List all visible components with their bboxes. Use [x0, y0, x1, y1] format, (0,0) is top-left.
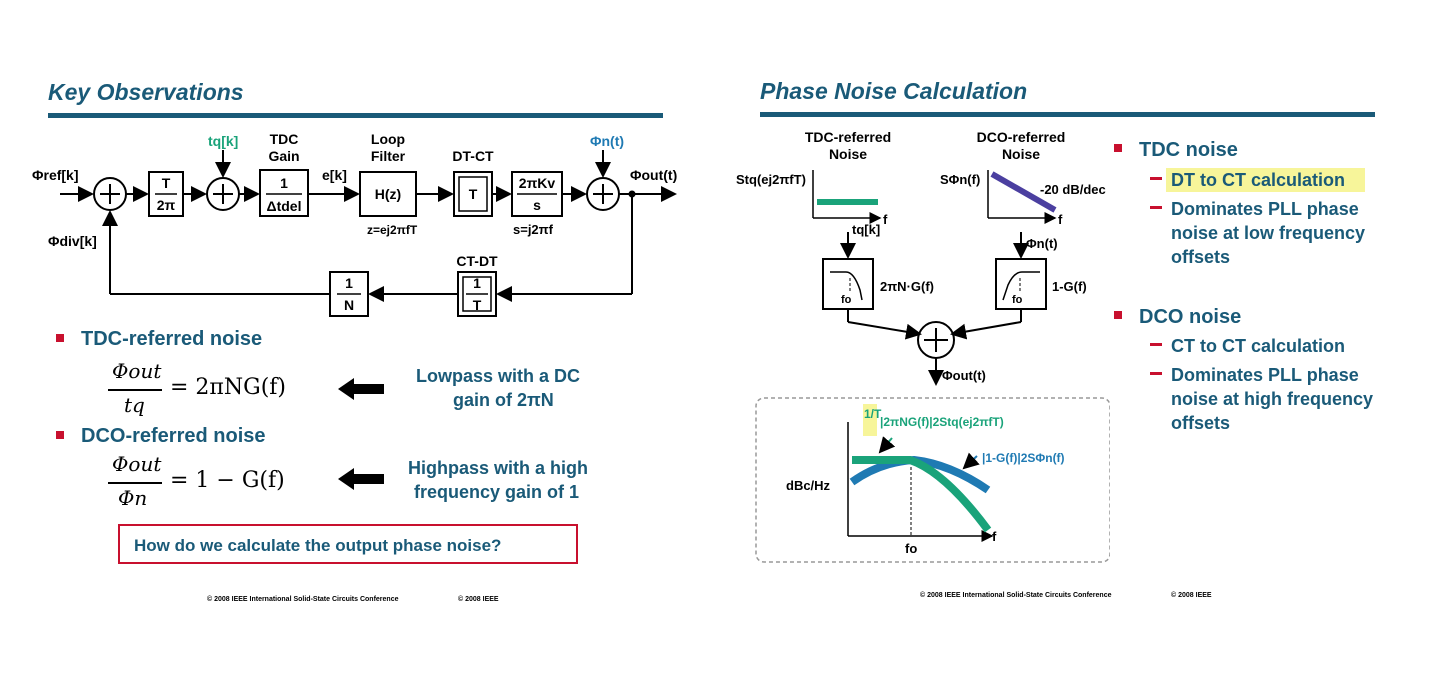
phi-ref-label: Φref[k]	[32, 167, 79, 183]
eq2-numerator: Φout	[112, 452, 162, 476]
arrow-left-icon	[338, 468, 384, 490]
tdc-sub-2-line-3: offsets	[1171, 247, 1231, 267]
dco-sub-1: CT to CT calculation	[1171, 336, 1346, 356]
ek-label: e[k]	[322, 167, 347, 183]
phi-div-label: Φdiv[k]	[48, 233, 97, 249]
bullet-marker	[1114, 311, 1122, 319]
sub-bullet-marker	[1150, 343, 1162, 346]
blue-curve-label: |1-G(f)|2SΦn(f)	[982, 451, 1065, 465]
ctdt-num: 1	[473, 275, 481, 291]
right-title-rule	[760, 112, 1375, 117]
tdc-referred-title-1: TDC-referred	[805, 129, 891, 145]
fo-highpass: fo	[1012, 294, 1023, 306]
slope-label: -20 dB/dec	[1040, 182, 1106, 197]
eq1-numerator: Φout	[112, 359, 162, 383]
f-axis-1: f	[883, 212, 888, 227]
sub-bullet-marker	[1150, 177, 1162, 180]
highpass-gain: 1-G(f)	[1052, 279, 1087, 294]
one-over-t-label: 1/T	[864, 407, 882, 421]
eq2-rhs: = 1 − G(f)	[170, 468, 285, 493]
phin-arrow-label: Φn(t)	[1026, 236, 1058, 251]
tdc-sub-2-line-2: noise at low frequency	[1171, 223, 1366, 243]
bullet-marker	[56, 431, 64, 439]
sub-bullet-marker	[1150, 206, 1162, 209]
equation-2: Φout Φn = 1 − G(f)	[108, 450, 318, 516]
hz-label: H(z)	[375, 186, 401, 202]
loop-filter-label-1: Loop	[371, 131, 405, 147]
dco-noise-trace	[990, 171, 1057, 213]
dco-noise-heading: DCO noise	[1139, 306, 1242, 328]
green-curve	[852, 456, 992, 533]
lowpass-gain: 2πN·G(f)	[880, 279, 934, 294]
phiout-label: Φout(t)	[630, 167, 677, 183]
question-text: How do we calculate the output phase noi…	[134, 536, 502, 555]
plot-xlabel: f	[992, 529, 997, 544]
z-eq-label: z=ej2πfT	[367, 223, 418, 237]
t-over-2pi-num: T	[162, 175, 171, 191]
left-block-diagram: T 2π 1 Δtdel H(z) T 2πKv s 1 T 1 N Φref[…	[32, 131, 677, 317]
left-footer-conference: © 2008 IEEE International Solid-State Ci…	[207, 596, 399, 603]
question-box: How do we calculate the output phase noi…	[118, 524, 578, 564]
divn-den: N	[344, 297, 354, 313]
tdc-sub-1: DT to CT calculation	[1171, 170, 1346, 190]
ctdt-label: CT-DT	[456, 253, 498, 269]
plot-xtick: fo	[905, 541, 917, 556]
phin-label: Φn(t)	[590, 133, 624, 149]
s-eq-label: s=j2πf	[513, 222, 554, 237]
stq-label: Stq(ej2πfT)	[736, 172, 806, 187]
eq1-note-1: Lowpass with a DC	[416, 366, 581, 386]
tdc-block-den: Δtdel	[267, 198, 302, 214]
dt-to-ct-highlight	[1166, 168, 1365, 192]
kv-den: s	[533, 197, 541, 213]
right-slide-title: Phase Noise Calculation	[760, 78, 1028, 104]
tdc-gain-label-1: TDC	[270, 131, 299, 147]
divn-num: 1	[345, 275, 353, 291]
tdc-block-num: 1	[280, 175, 288, 191]
tdc-referred-heading: TDC-referred noise	[81, 328, 263, 350]
left-slide-title: Key Observations	[48, 79, 244, 105]
tdc-sub-2-line-1: Dominates PLL phase	[1171, 199, 1359, 219]
sphin-label: SΦn(f)	[940, 172, 980, 187]
tdc-noise-heading: TDC noise	[1139, 139, 1238, 161]
left-footer-ieee: © 2008 IEEE	[458, 596, 499, 603]
sub-bullet-marker	[1150, 372, 1162, 375]
fo-lowpass: fo	[841, 294, 852, 306]
eq1-rhs: = 2πNG(f)	[170, 375, 287, 400]
bullet-marker	[56, 334, 64, 342]
eq2-note-1: Highpass with a high	[408, 458, 589, 478]
equation-1: Φout tq = 2πNG(f)	[108, 357, 318, 423]
right-footer-conference: © 2008 IEEE International Solid-State Ci…	[920, 592, 1112, 599]
f-axis-2: f	[1058, 212, 1063, 227]
tq-label: tq[k]	[208, 133, 238, 149]
loop-filter-label-2: Filter	[371, 148, 406, 164]
ctdt-den: T	[473, 297, 482, 313]
dco-sub-2-line-1: Dominates PLL phase	[1171, 365, 1359, 385]
one-over-t-highlight	[863, 404, 877, 436]
phiout-output: Φout(t)	[942, 368, 986, 383]
tq-arrow-label: tq[k]	[852, 222, 880, 237]
right-noise-diagram: TDC-referred Noise DCO-referred Noise St…	[736, 129, 1110, 563]
tdc-gain-label-2: Gain	[268, 148, 299, 164]
bullet-marker	[1114, 144, 1122, 152]
arrow-left-icon	[338, 378, 384, 400]
result-plot-box	[755, 397, 1110, 563]
green-curve-label: |2πNG(f)|2Stq(ej2πfT)	[880, 415, 1004, 429]
dco-sub-2-line-2: noise at high frequency	[1171, 389, 1374, 409]
eq1-note-2: gain of 2πN	[453, 390, 554, 410]
t-over-2pi-den: 2π	[157, 197, 176, 213]
eq2-note-2: frequency gain of 1	[414, 482, 580, 502]
tdc-referred-title-2: Noise	[829, 146, 867, 162]
dtct-label: DT-CT	[452, 148, 494, 164]
dco-referred-title-1: DCO-referred	[977, 129, 1066, 145]
eq1-denominator: tq	[124, 393, 145, 417]
dtct-box-label: T	[469, 186, 478, 202]
right-footer-ieee: © 2008 IEEE	[1171, 592, 1212, 599]
dco-referred-title-2: Noise	[1002, 146, 1040, 162]
kv-num: 2πKv	[519, 175, 556, 191]
dco-referred-heading: DCO-referred noise	[81, 425, 266, 447]
eq2-denominator: Φn	[118, 486, 148, 510]
left-title-rule	[48, 113, 663, 118]
dco-sub-2-line-3: offsets	[1171, 413, 1231, 433]
plot-ylabel: dBc/Hz	[786, 478, 831, 493]
